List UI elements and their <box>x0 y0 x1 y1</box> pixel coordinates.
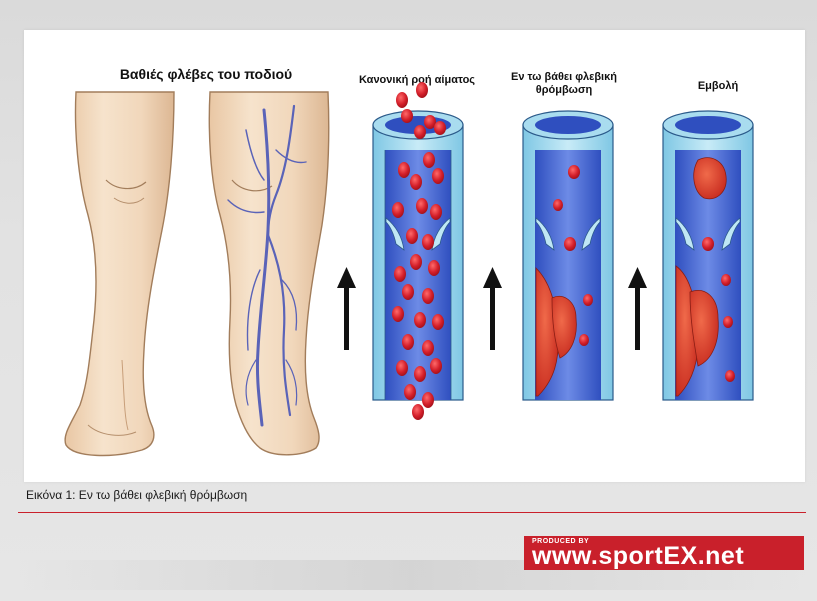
divider <box>18 512 806 513</box>
figure-caption: Εικόνα 1: Εν τω βάθει φλεβική θρόμβωση <box>26 488 247 502</box>
legs-title: Βαθιές φλέβες του ποδιού <box>120 66 292 82</box>
sportex-logo[interactable]: PRODUCED BY www.sportEX.net <box>524 536 804 570</box>
dvt-label-line1: Εν τω βάθει φλεβική <box>511 71 617 83</box>
up-arrow-icon <box>628 267 647 350</box>
up-arrow-icon <box>483 267 502 350</box>
normal-flow-label: Κανονική ροή αίματος <box>359 74 475 86</box>
leg-left <box>65 92 174 455</box>
up-arrow-icon <box>337 267 356 350</box>
leg-right-with-veins <box>209 92 328 455</box>
illustration-panel: Βαθιές φλέβες του ποδιού Κανονική ροή αί… <box>24 30 805 482</box>
logo-url: www.sportEX.net <box>532 542 744 570</box>
embolism-label: Εμβολή <box>698 80 739 92</box>
vessel-embolism <box>663 111 753 400</box>
dvt-label-line2: θρόμβωση <box>536 84 593 96</box>
vessel-dvt <box>523 111 613 400</box>
